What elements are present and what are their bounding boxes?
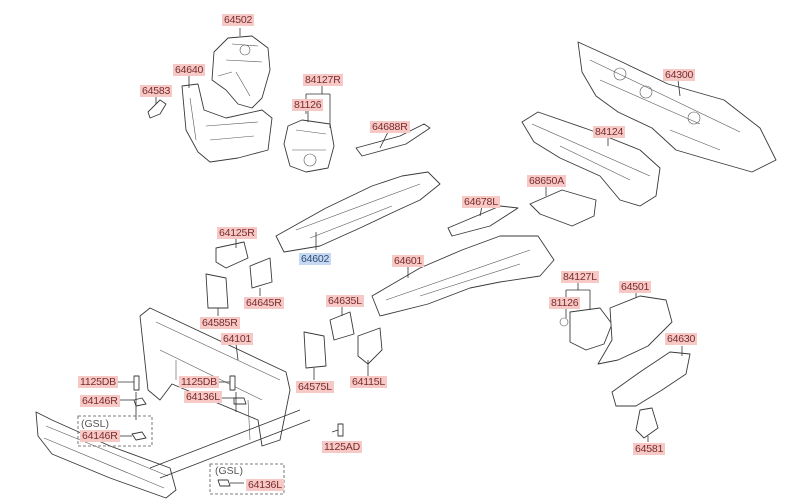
label-1125DB-right[interactable]: 1125DB [179, 376, 219, 388]
part-64115L-drawing [357, 327, 383, 365]
label-64115L[interactable]: 64115L [350, 376, 388, 388]
part-64602-drawing [275, 171, 441, 253]
part-64640-drawing [181, 83, 273, 163]
bolt-1125AD [337, 423, 344, 437]
label-84127L[interactable]: 84127L [561, 271, 599, 283]
part-64300-drawing [577, 41, 777, 173]
part-64583-drawing [147, 99, 167, 119]
label-84127R[interactable]: 84127R [303, 74, 343, 86]
label-64602[interactable]: 64602 [299, 253, 332, 265]
part-68650A-drawing [529, 189, 597, 227]
part-64581-drawing [635, 407, 659, 439]
gsl-note-right: (GSL) [215, 465, 244, 477]
part-84127R-drawing [283, 119, 335, 173]
part-64688R-drawing [355, 123, 431, 157]
label-64502[interactable]: 64502 [222, 14, 255, 26]
label-64640[interactable]: 64640 [173, 64, 206, 76]
part-64635L-drawing [329, 311, 355, 341]
label-64146R-lower[interactable]: 64146R [80, 430, 120, 442]
gsl-box-a [77, 415, 153, 447]
label-64136L-lower[interactable]: 64136L [246, 479, 284, 491]
crossmember-line [149, 409, 311, 479]
label-64101[interactable]: 64101 [221, 333, 254, 345]
label-64630[interactable]: 64630 [665, 333, 698, 345]
part-64585R-drawing [205, 273, 229, 309]
clip-64136L-b [217, 479, 231, 487]
leader-lines [118, 28, 683, 484]
label-64583[interactable]: 64583 [140, 85, 173, 97]
label-64678L[interactable]: 64678L [462, 196, 500, 208]
part-64502-drawing [211, 35, 271, 109]
label-64585R[interactable]: 64585R [200, 317, 240, 329]
part-64575L-drawing [303, 331, 327, 369]
label-64601[interactable]: 64601 [392, 255, 425, 267]
label-64125R[interactable]: 64125R [217, 227, 257, 239]
label-64581[interactable]: 64581 [633, 443, 666, 455]
label-81126-left[interactable]: 81126 [549, 297, 581, 309]
gsl-note-left: (GSL) [81, 418, 110, 430]
label-64300[interactable]: 64300 [663, 69, 696, 81]
label-64136L-upper[interactable]: 64136L [184, 391, 222, 403]
part-84124-drawing [521, 111, 661, 207]
label-81126-right[interactable]: 81126 [292, 99, 324, 111]
label-64688R[interactable]: 64688R [370, 121, 410, 133]
gsl-box-b [209, 463, 285, 495]
label-64501[interactable]: 64501 [619, 281, 652, 293]
part-64630-drawing [611, 351, 691, 407]
bolt-1125DB-b [229, 375, 236, 391]
label-84124[interactable]: 84124 [593, 126, 626, 138]
part-64678L-drawing [447, 205, 519, 237]
part-84127L-drawing [559, 307, 613, 351]
clip-64146R-b [131, 431, 147, 441]
label-64575L[interactable]: 64575L [296, 381, 334, 393]
label-64146R-upper[interactable]: 64146R [80, 395, 120, 407]
label-64635L[interactable]: 64635L [326, 295, 364, 307]
label-1125DB-left[interactable]: 1125DB [78, 376, 118, 388]
part-64125R-drawing [215, 241, 249, 269]
label-1125AD[interactable]: 1125AD [322, 441, 362, 453]
clip-64136L-a [233, 397, 247, 405]
label-64645R[interactable]: 64645R [244, 297, 284, 309]
part-64501-drawing [597, 295, 673, 365]
part-64601-drawing [371, 235, 555, 317]
part-64645R-drawing [249, 257, 273, 289]
bolt-1125DB-a [133, 375, 140, 391]
label-68650A[interactable]: 68650A [527, 175, 567, 187]
clip-64146R-a [133, 397, 147, 407]
